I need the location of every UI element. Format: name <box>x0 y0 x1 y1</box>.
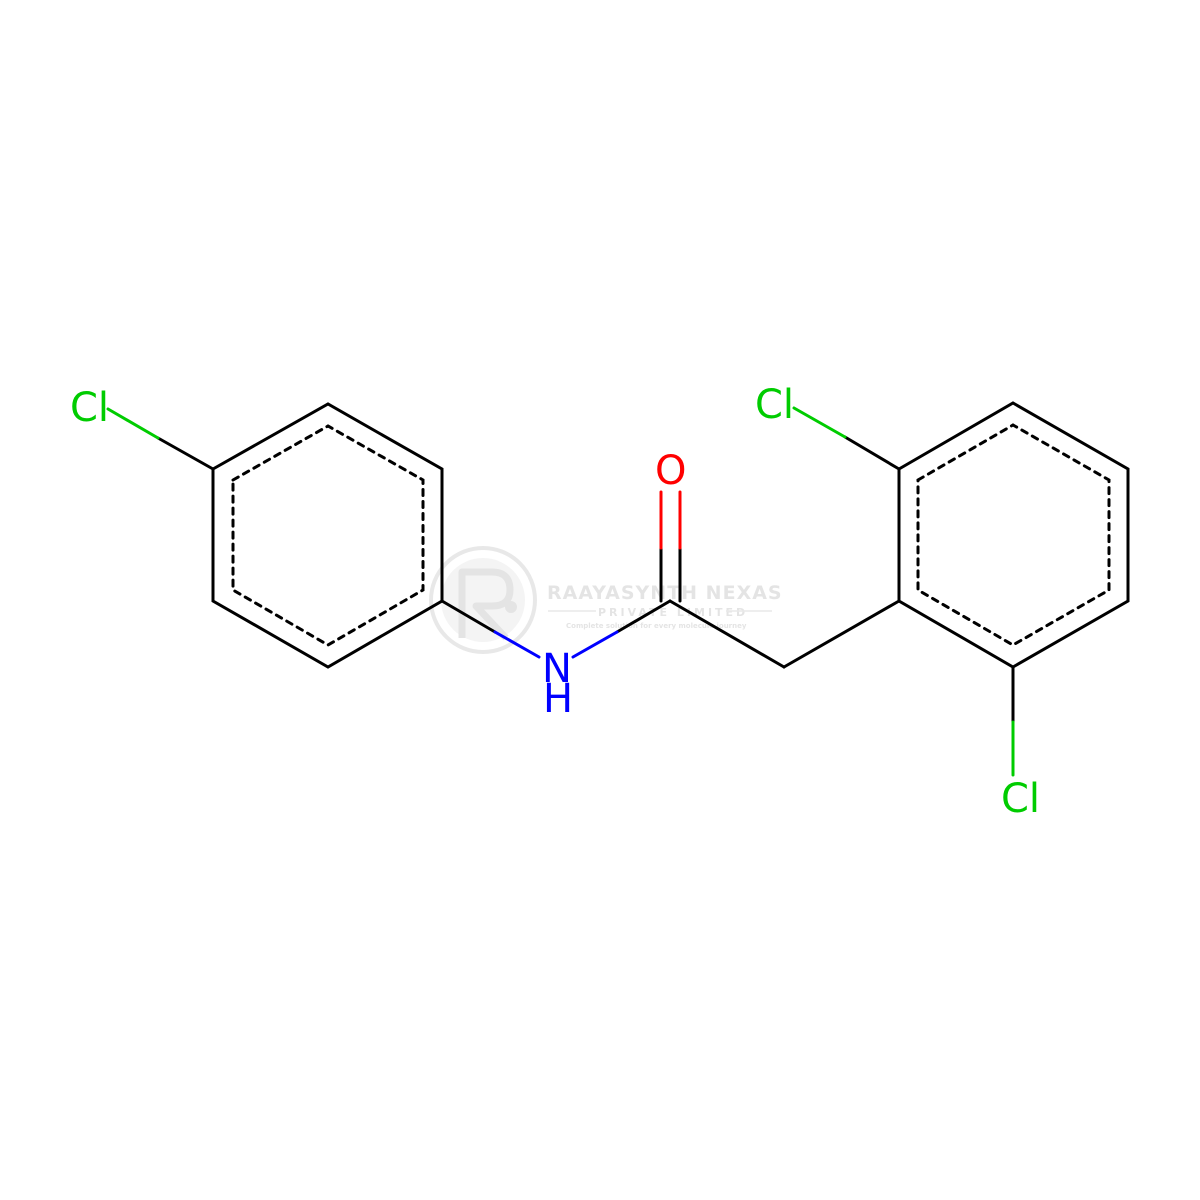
right-ring-aromatic-inner <box>916 423 1111 647</box>
left-ring-aromatic-inner <box>231 424 425 647</box>
ring-n-bond-half <box>493 630 541 659</box>
watermark-title: RAAYASYNTH NEXAS <box>547 582 783 604</box>
watermark-subtitle: PRIVATE LIMITED <box>598 606 748 619</box>
atom-nitrogen-hydrogen: H <box>543 676 573 722</box>
carbonyl-ch2-bond <box>668 599 786 669</box>
ch2-ring-bond <box>782 599 901 669</box>
atom-cl-left: Cl <box>70 385 109 431</box>
raayasynth-logo-icon <box>429 546 537 654</box>
n-carbonyl-bond-half <box>571 630 619 659</box>
atom-labels: Cl Cl Cl O N H <box>70 382 1040 822</box>
heteroatom-bond-halves <box>106 406 1015 777</box>
atom-cl-bottom: Cl <box>1001 776 1040 822</box>
right-ring-outline <box>897 401 1130 669</box>
atom-oxygen: O <box>655 448 686 494</box>
top-cl-bond-half <box>792 406 847 439</box>
atom-nitrogen: N <box>542 646 572 692</box>
atom-cl-top: Cl <box>755 382 794 428</box>
right-ring-top-cl-bond <box>843 435 901 471</box>
left-ring-cl-bond <box>156 436 215 471</box>
bonds <box>156 401 1130 724</box>
left-ring-outline <box>211 402 444 669</box>
n-carbonyl-bond <box>615 599 672 634</box>
watermark-tagline: Complete solution for every molecule jou… <box>566 622 747 630</box>
watermark: RAAYASYNTH NEXAS PRIVATE LIMITED Complet… <box>429 546 783 654</box>
left-cl-bond-half <box>106 407 160 440</box>
ring-n-bond <box>440 599 497 634</box>
